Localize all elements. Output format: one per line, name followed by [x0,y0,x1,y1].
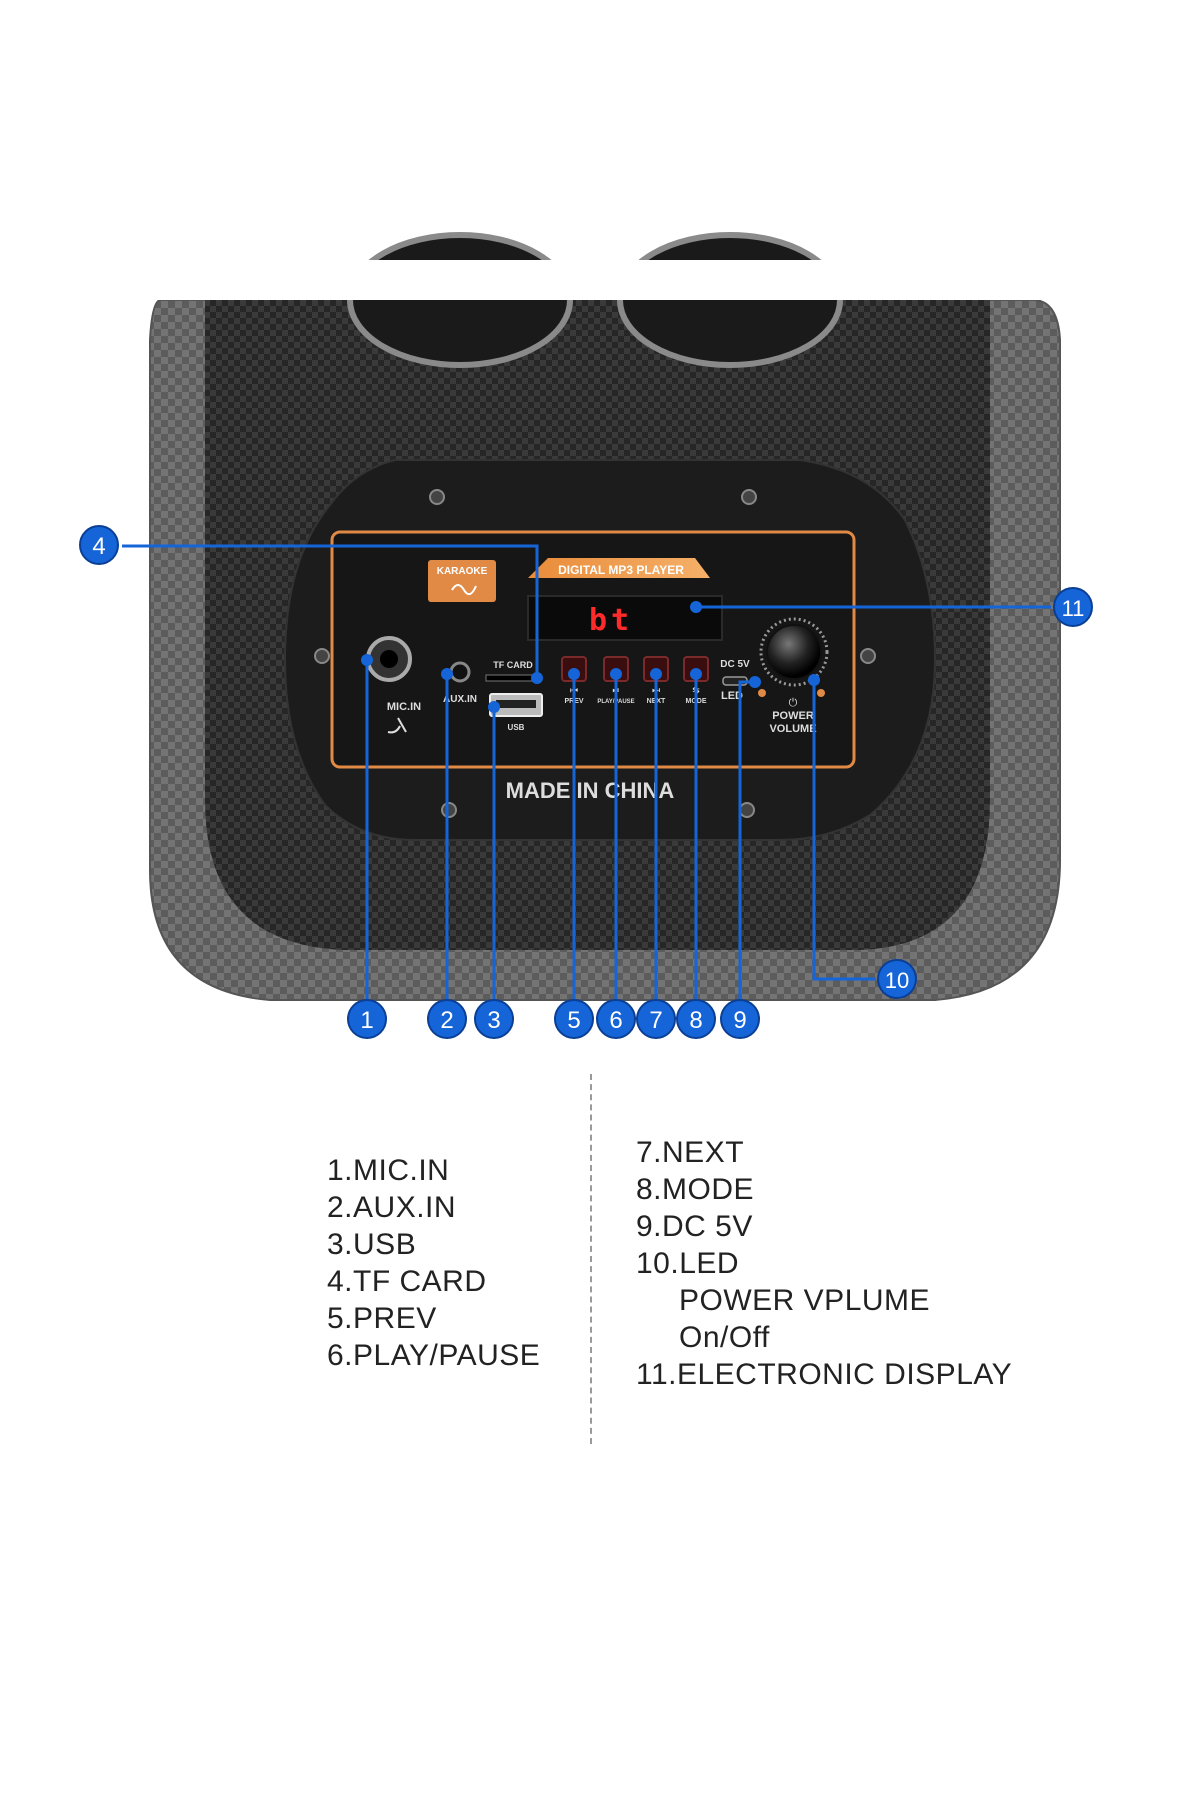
legend-item: 4.TF CARD [327,1265,487,1298]
legend-item: 7.NEXT [636,1136,745,1169]
callout-badge-10: 10 [877,959,917,999]
callout-badge-1: 1 [347,999,387,1039]
screw-icon [429,489,445,505]
legend-divider [590,1074,592,1444]
screw-icon [441,802,457,818]
power-label: POWER [772,710,814,722]
screw-icon [860,648,876,664]
usb-label: USB [508,723,525,732]
legend-item-sub: POWER VPLUME [679,1284,931,1317]
legend-item-sub: On/Off [679,1321,770,1354]
screw-icon [314,648,330,664]
mic-logo-icon [451,584,477,596]
dc-label: DC 5V [720,659,750,670]
svg-text:10: 10 [885,968,909,993]
callout-badge-4: 4 [79,525,119,565]
screw-icon [741,489,757,505]
svg-text:1: 1 [360,1007,373,1034]
karaoke-logo-text: KARAOKE [437,566,488,577]
legend-item: 3.USB [327,1228,417,1261]
mp3-banner-text: DIGITAL MP3 PLAYER [558,563,684,577]
callout-badges: 1 2 3 4 5 6 7 8 9 10 11 [79,525,1093,1039]
screw-icon [739,802,755,818]
tf-card-label: TF CARD [493,660,533,670]
callout-badge-3: 3 [474,999,514,1039]
svg-text:2: 2 [440,1007,453,1034]
legend-item: 5.PREV [327,1302,437,1335]
svg-text:7: 7 [649,1007,662,1034]
svg-text:3: 3 [487,1007,500,1034]
legend-item: 2.AUX.IN [327,1191,457,1224]
callout-badge-7: 7 [636,999,676,1039]
control-panel: KARAOKE DIGITAL MP3 PLAYER bt MIC.IN AUX… [283,459,937,841]
volume-label: VOLUME [769,723,816,735]
led-indicator-right [817,689,825,697]
callout-badge-11: 11 [1053,587,1093,627]
karaoke-logo [428,560,496,602]
svg-text:8: 8 [689,1007,702,1034]
legend-item: 1.MIC.IN [327,1154,450,1187]
microphone-icon [387,717,407,734]
display-text: bt [589,603,633,638]
made-in-china: MADE IN CHINA [506,778,675,803]
legend-item: 6.PLAY/PAUSE [327,1339,541,1372]
svg-text:11: 11 [1062,596,1085,621]
svg-text:5: 5 [567,1007,580,1034]
electronic-display [527,595,723,641]
mp3-banner [528,558,710,578]
mic-in-label: MIC.IN [387,701,421,713]
legend-left-column: 1.MIC.IN 2.AUX.IN 3.USB 4.TF CARD 5.PREV… [327,1152,540,1374]
volume-knob[interactable] [766,624,822,680]
led-label: LED [721,690,743,702]
aux-in-jack[interactable] [449,661,471,683]
callout-dots [361,601,820,713]
svg-text:4: 4 [92,533,105,560]
legend-item: 9.DC 5V [636,1210,753,1243]
knob-scale [759,617,829,687]
callout-badge-2: 2 [427,999,467,1039]
callout-badge-5: 5 [554,999,594,1039]
leader-4 [122,544,539,678]
leader-10 [812,680,876,981]
svg-text:6: 6 [609,1007,622,1034]
legend-item: 10.LED [636,1247,740,1280]
callout-badge-6: 6 [596,999,636,1039]
callout-lines [122,544,1051,1018]
led-indicator [758,689,766,697]
callout-badge-8: 8 [676,999,716,1039]
legend-item: 8.MODE [636,1173,755,1206]
legend-item: 11.ELECTRONIC DISPLAY [636,1358,1013,1391]
legend-right-column: 7.NEXT 8.MODE 9.DC 5V 10.LED POWER VPLUM… [636,1134,1012,1393]
aux-in-label: AUX.IN [443,694,477,705]
power-icon: ⏻ [789,696,798,709]
svg-text:9: 9 [733,1007,746,1034]
callout-badge-9: 9 [720,999,760,1039]
